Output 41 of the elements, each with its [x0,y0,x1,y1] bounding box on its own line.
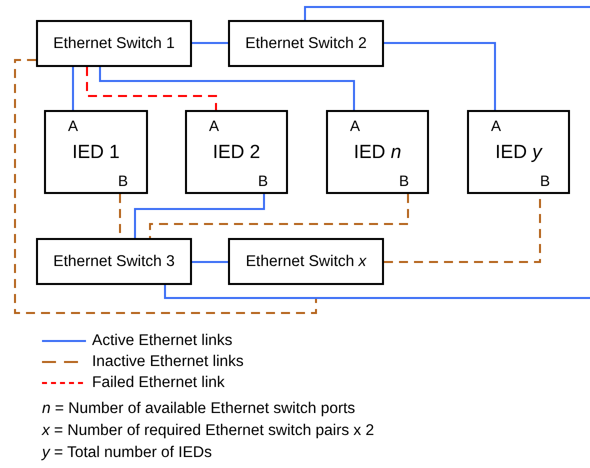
port-label: B [118,173,128,190]
ied-name: IED 2 [212,142,262,164]
port-label: A [209,118,220,135]
link-line [192,42,228,44]
link-line [99,67,355,110]
port-label: B [398,173,409,190]
port-label: B [540,173,550,190]
link-line [72,67,74,110]
dashed-link-line [149,194,409,238]
port-label: B [258,173,268,190]
legend-text: Inactive Ethernet links [92,353,244,371]
ied-box [185,110,288,194]
link-line [384,42,496,110]
link-line [304,6,590,20]
link-line [192,261,228,263]
link-line [134,194,265,238]
port-label: A [491,118,502,135]
definition-note: x = Number of required Ethernet switch pairs x 2 [42,422,374,440]
dashed-link-line [86,67,217,110]
ied-name: IED y [494,142,544,164]
ied-name: IED n [352,142,402,164]
port-label: A [350,118,360,135]
switch-name: Ethernet Switch x [246,252,366,270]
switch-box [228,20,384,67]
port-label: A [68,118,78,135]
switch-name: Ethernet Switch 3 [53,252,175,270]
ied-box [44,110,148,194]
switch-box [36,238,192,285]
definition-note: n = Number of available Ethernet switch ports [42,400,356,418]
legend-text: Failed Ethernet link [92,374,225,392]
switch-name: Ethernet Switch 1 [53,34,175,52]
ied-box [326,110,429,194]
ied-box [467,110,570,194]
switch-box [36,20,192,67]
dashed-link-line [14,59,317,314]
ied-name: IED 1 [71,142,121,164]
legend-text: Active Ethernet links [92,332,232,350]
switch-name: Ethernet Switch 2 [245,34,367,52]
link-line [164,285,590,299]
definition-note: y = Total number of IEDs [42,444,212,462]
switch-box [228,238,384,285]
